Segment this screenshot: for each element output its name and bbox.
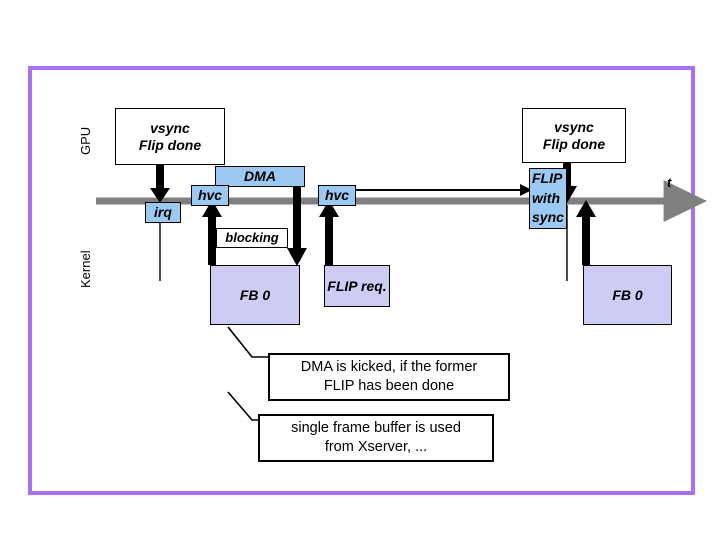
flip-with-sync-line1: FLIP (532, 170, 563, 187)
dma-box: DMA (215, 166, 305, 187)
blocking-label: blocking (225, 230, 279, 246)
vsync-left-line2: Flip done (138, 136, 202, 153)
lane-label-kernel: Kernel (78, 250, 93, 288)
note-dma-line1: DMA is kicked, if the former (300, 359, 478, 376)
vsync-right-line1: vsync (554, 118, 594, 135)
note-dma-line2: FLIP has been done (323, 378, 455, 394)
blocking-box: blocking (216, 228, 288, 248)
irq-label: irq (154, 203, 172, 220)
vsync-flip-done-box-right: vsync Flip done (522, 108, 626, 163)
irq-box: irq (145, 202, 181, 223)
fb0-right-label: FB 0 (612, 286, 643, 303)
note-single-framebuffer: single frame buffer is used from Xserver… (258, 414, 494, 462)
hvc-1-label: hvc (197, 186, 223, 203)
hvc-box-2: hvc (318, 185, 356, 206)
flip-req-box: FLIP req. (324, 265, 390, 307)
lane-label-gpu: GPU (78, 126, 93, 155)
fb0-box-right: FB 0 (583, 265, 672, 325)
note-fb-line2: from Xserver, ... (324, 439, 428, 455)
slide-border-frame (28, 66, 695, 495)
dma-label: DMA (244, 167, 276, 184)
fb0-box-left: FB 0 (210, 265, 300, 325)
hvc-2-label: hvc (324, 186, 350, 203)
vsync-right-line2: Flip done (542, 135, 606, 152)
note-fb-line1: single frame buffer is used (291, 420, 461, 437)
flip-with-sync-box: FLIP with sync (529, 168, 567, 229)
note-dma-kicked: DMA is kicked, if the former FLIP has be… (268, 353, 510, 401)
hvc-box-1: hvc (191, 185, 229, 206)
vsync-left-line1: vsync (150, 119, 190, 136)
flip-req-label: FLIP req. (327, 277, 387, 294)
fb0-left-label: FB 0 (239, 286, 271, 303)
flip-with-sync-line3: sync (532, 209, 564, 226)
flip-with-sync-line2: with (532, 189, 560, 206)
vsync-flip-done-box-left: vsync Flip done (115, 108, 225, 165)
time-axis-label: t (667, 175, 672, 190)
